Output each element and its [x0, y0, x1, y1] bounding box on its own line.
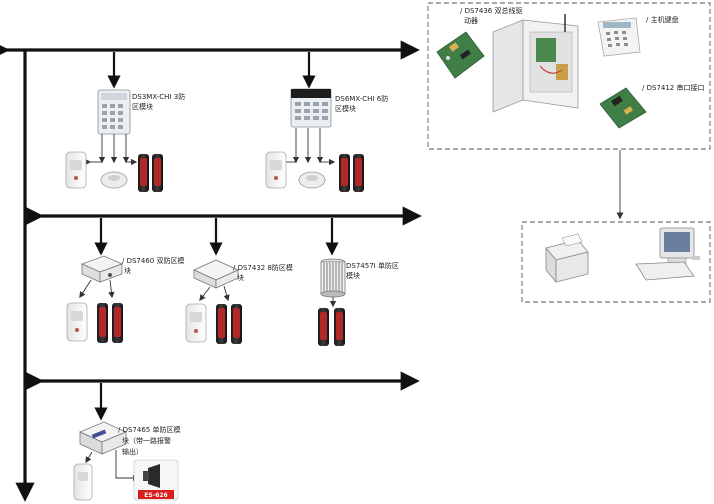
ds3mx-module — [97, 89, 131, 135]
ds7465-module — [78, 421, 128, 455]
beam-detector-2 — [339, 154, 364, 192]
link-ds7460-pir — [79, 279, 92, 299]
pir-detector-4 — [185, 303, 207, 343]
pir-detector-5 — [73, 463, 93, 501]
label-keypad: / 主机键盘 — [646, 15, 679, 24]
pir-detector-1 — [65, 151, 87, 189]
serial-interface-board — [599, 87, 647, 129]
ds7460-module — [80, 255, 124, 283]
beam-detector-1 — [138, 154, 163, 192]
main-keypad-device — [597, 17, 641, 57]
ceiling-detector-2 — [298, 171, 326, 189]
label-ds7457-line1: DS7457I 单防区 — [346, 261, 399, 270]
label-ds3mx-line2: 区模块 — [132, 102, 153, 111]
siren-device — [133, 459, 179, 501]
ds6mx-module — [290, 88, 332, 128]
label-ds7460-line1: / DS7460 双防区模 — [122, 256, 184, 265]
pir-detector-3 — [66, 302, 88, 342]
ds6mx-detector-links — [278, 128, 336, 166]
label-ds7465-line2: 块（带一路报警 — [122, 436, 171, 445]
ds3mx-detector-links — [84, 134, 138, 166]
link-ds7432-pir — [199, 286, 211, 301]
label-ds6mx-line1: DS6MX-CHI 6防 — [335, 94, 388, 103]
control-panel-box — [427, 2, 711, 150]
beam-detector-4 — [216, 304, 242, 344]
computer-device — [635, 227, 700, 281]
label-ds7465-line3: 输出） — [122, 447, 143, 456]
label-ds7436-line2: 动器 — [464, 16, 478, 25]
pir-detector-2 — [265, 151, 287, 189]
label-ds7432-line1: / DS7432 8防区模 — [233, 263, 293, 272]
label-ds7412: / DS7412 串口接口 — [642, 83, 704, 92]
label-ds3mx-line1: DS3MX-CHI 3防 — [132, 92, 185, 101]
beam-detector-5 — [318, 308, 345, 346]
link-ds7465-siren — [115, 450, 140, 482]
printer-device — [545, 233, 589, 284]
peripherals-box — [521, 221, 711, 303]
siren-label: ES-626 — [144, 492, 167, 499]
label-ds7460-line2: 块 — [124, 266, 131, 275]
beam-detector-3 — [97, 303, 123, 343]
link-ds7465-pir — [85, 451, 93, 464]
label-ds7457-line2: 模块 — [346, 271, 360, 280]
link-ds7460-beam — [108, 279, 115, 299]
control-panel-enclosure — [492, 14, 579, 113]
label-ds7436-line1: / DS7436 双总线驱 — [460, 6, 522, 15]
label-ds7465-line1: / DS7465 单防区模 — [118, 425, 180, 434]
dual-bus-driver-board — [436, 31, 485, 79]
label-ds7432-line2: 块 — [237, 273, 244, 282]
link-ds7432-beam — [223, 285, 230, 302]
ds7432-module — [193, 259, 239, 289]
ds7457-module — [320, 258, 346, 298]
ceiling-detector-1 — [100, 171, 128, 189]
label-ds6mx-line2: 区模块 — [335, 104, 356, 113]
